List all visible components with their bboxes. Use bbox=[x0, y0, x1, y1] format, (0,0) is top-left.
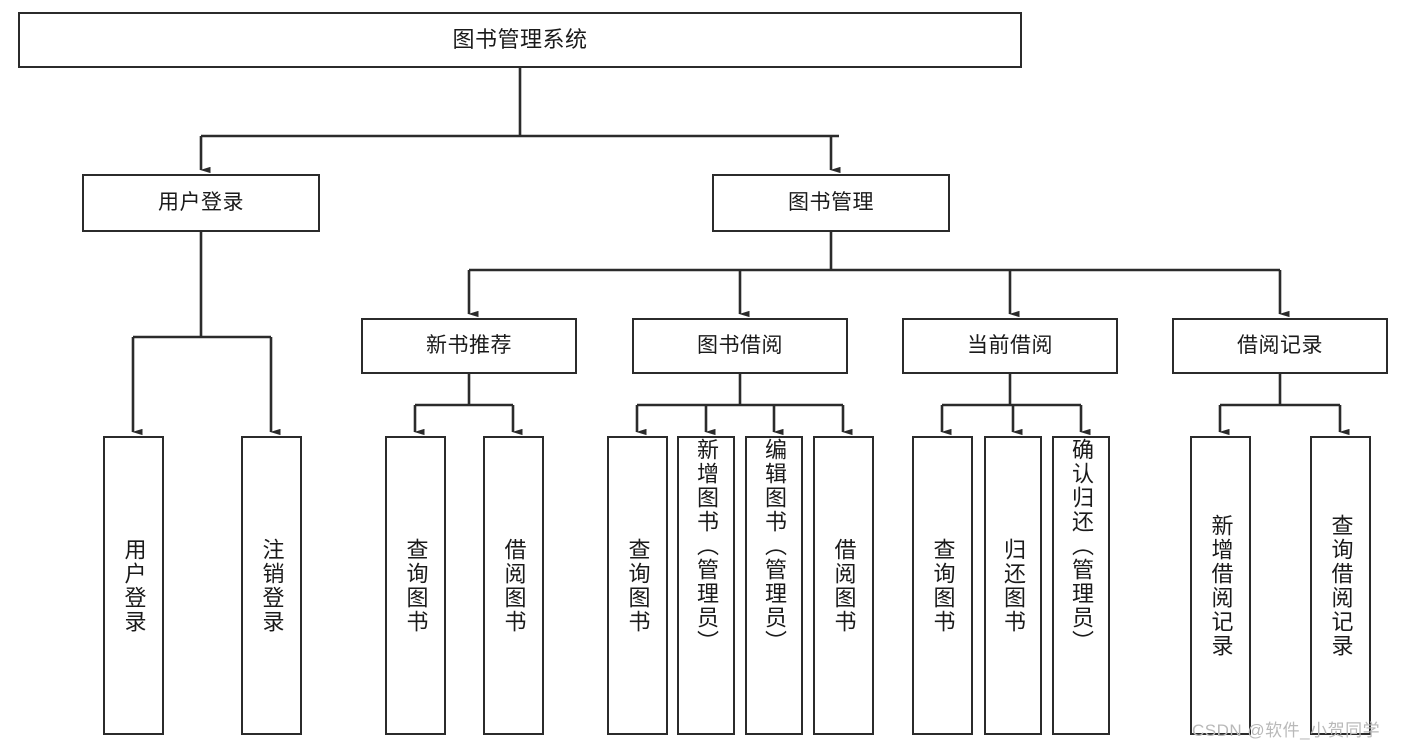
node-borrow-record[interactable]: 借阅记录 bbox=[1172, 318, 1388, 374]
node-user-login-label: 用户登录 bbox=[158, 191, 244, 215]
node-leaf-query-borrow-record[interactable]: 查询借阅记录 bbox=[1310, 436, 1371, 735]
node-leaf-return-book[interactable]: 归还图书 bbox=[984, 436, 1042, 735]
node-leaf-query-book-current-label: 查询图书 bbox=[930, 537, 956, 634]
node-leaf-return-book-label: 归还图书 bbox=[1001, 537, 1026, 634]
csdn-watermark: CSDN @软件_小贺同学 bbox=[1192, 721, 1381, 740]
node-leaf-user-login[interactable]: 用户登录 bbox=[103, 436, 164, 735]
node-leaf-user-login-label: 用户登录 bbox=[121, 537, 147, 634]
node-leaf-query-book-recommend[interactable]: 查询图书 bbox=[385, 436, 446, 735]
node-new-book-recommend-label: 新书推荐 bbox=[426, 334, 512, 358]
node-leaf-borrow-book[interactable]: 借阅图书 bbox=[813, 436, 874, 735]
node-current-borrow[interactable]: 当前借阅 bbox=[902, 318, 1118, 374]
node-borrow-record-label: 借阅记录 bbox=[1237, 334, 1323, 358]
node-leaf-add-book-label: 新增图书（管理员） bbox=[694, 438, 719, 654]
node-book-borrow[interactable]: 图书借阅 bbox=[632, 318, 848, 374]
node-book-manage[interactable]: 图书管理 bbox=[712, 174, 950, 232]
node-leaf-confirm-return[interactable]: 确认归还（管理员） bbox=[1052, 436, 1110, 735]
node-leaf-query-book-borrow[interactable]: 查询图书 bbox=[607, 436, 668, 735]
node-leaf-borrow-book-label: 借阅图书 bbox=[831, 537, 857, 634]
node-leaf-query-book-recommend-label: 查询图书 bbox=[403, 537, 429, 634]
node-leaf-borrow-book-recommend[interactable]: 借阅图书 bbox=[483, 436, 544, 735]
node-user-login[interactable]: 用户登录 bbox=[82, 174, 320, 232]
node-leaf-confirm-return-label: 确认归还（管理员） bbox=[1069, 438, 1094, 654]
node-leaf-add-book[interactable]: 新增图书（管理员） bbox=[677, 436, 735, 735]
node-leaf-query-book-current[interactable]: 查询图书 bbox=[912, 436, 973, 735]
node-root-label: 图书管理系统 bbox=[452, 26, 588, 52]
node-leaf-query-borrow-record-label: 查询借阅记录 bbox=[1328, 513, 1354, 658]
node-leaf-query-book-borrow-label: 查询图书 bbox=[625, 537, 651, 634]
node-leaf-logout-label: 注销登录 bbox=[259, 537, 285, 634]
node-leaf-edit-book[interactable]: 编辑图书（管理员） bbox=[745, 436, 803, 735]
node-leaf-add-borrow-record[interactable]: 新增借阅记录 bbox=[1190, 436, 1251, 735]
node-current-borrow-label: 当前借阅 bbox=[967, 334, 1053, 358]
node-leaf-logout[interactable]: 注销登录 bbox=[241, 436, 302, 735]
node-leaf-edit-book-label: 编辑图书（管理员） bbox=[762, 438, 787, 654]
node-book-borrow-label: 图书借阅 bbox=[697, 334, 783, 358]
node-root[interactable]: 图书管理系统 bbox=[18, 12, 1022, 68]
node-leaf-add-borrow-record-label: 新增借阅记录 bbox=[1208, 513, 1234, 658]
node-leaf-borrow-book-recommend-label: 借阅图书 bbox=[501, 537, 527, 634]
node-book-manage-label: 图书管理 bbox=[788, 191, 874, 215]
node-new-book-recommend[interactable]: 新书推荐 bbox=[361, 318, 577, 374]
